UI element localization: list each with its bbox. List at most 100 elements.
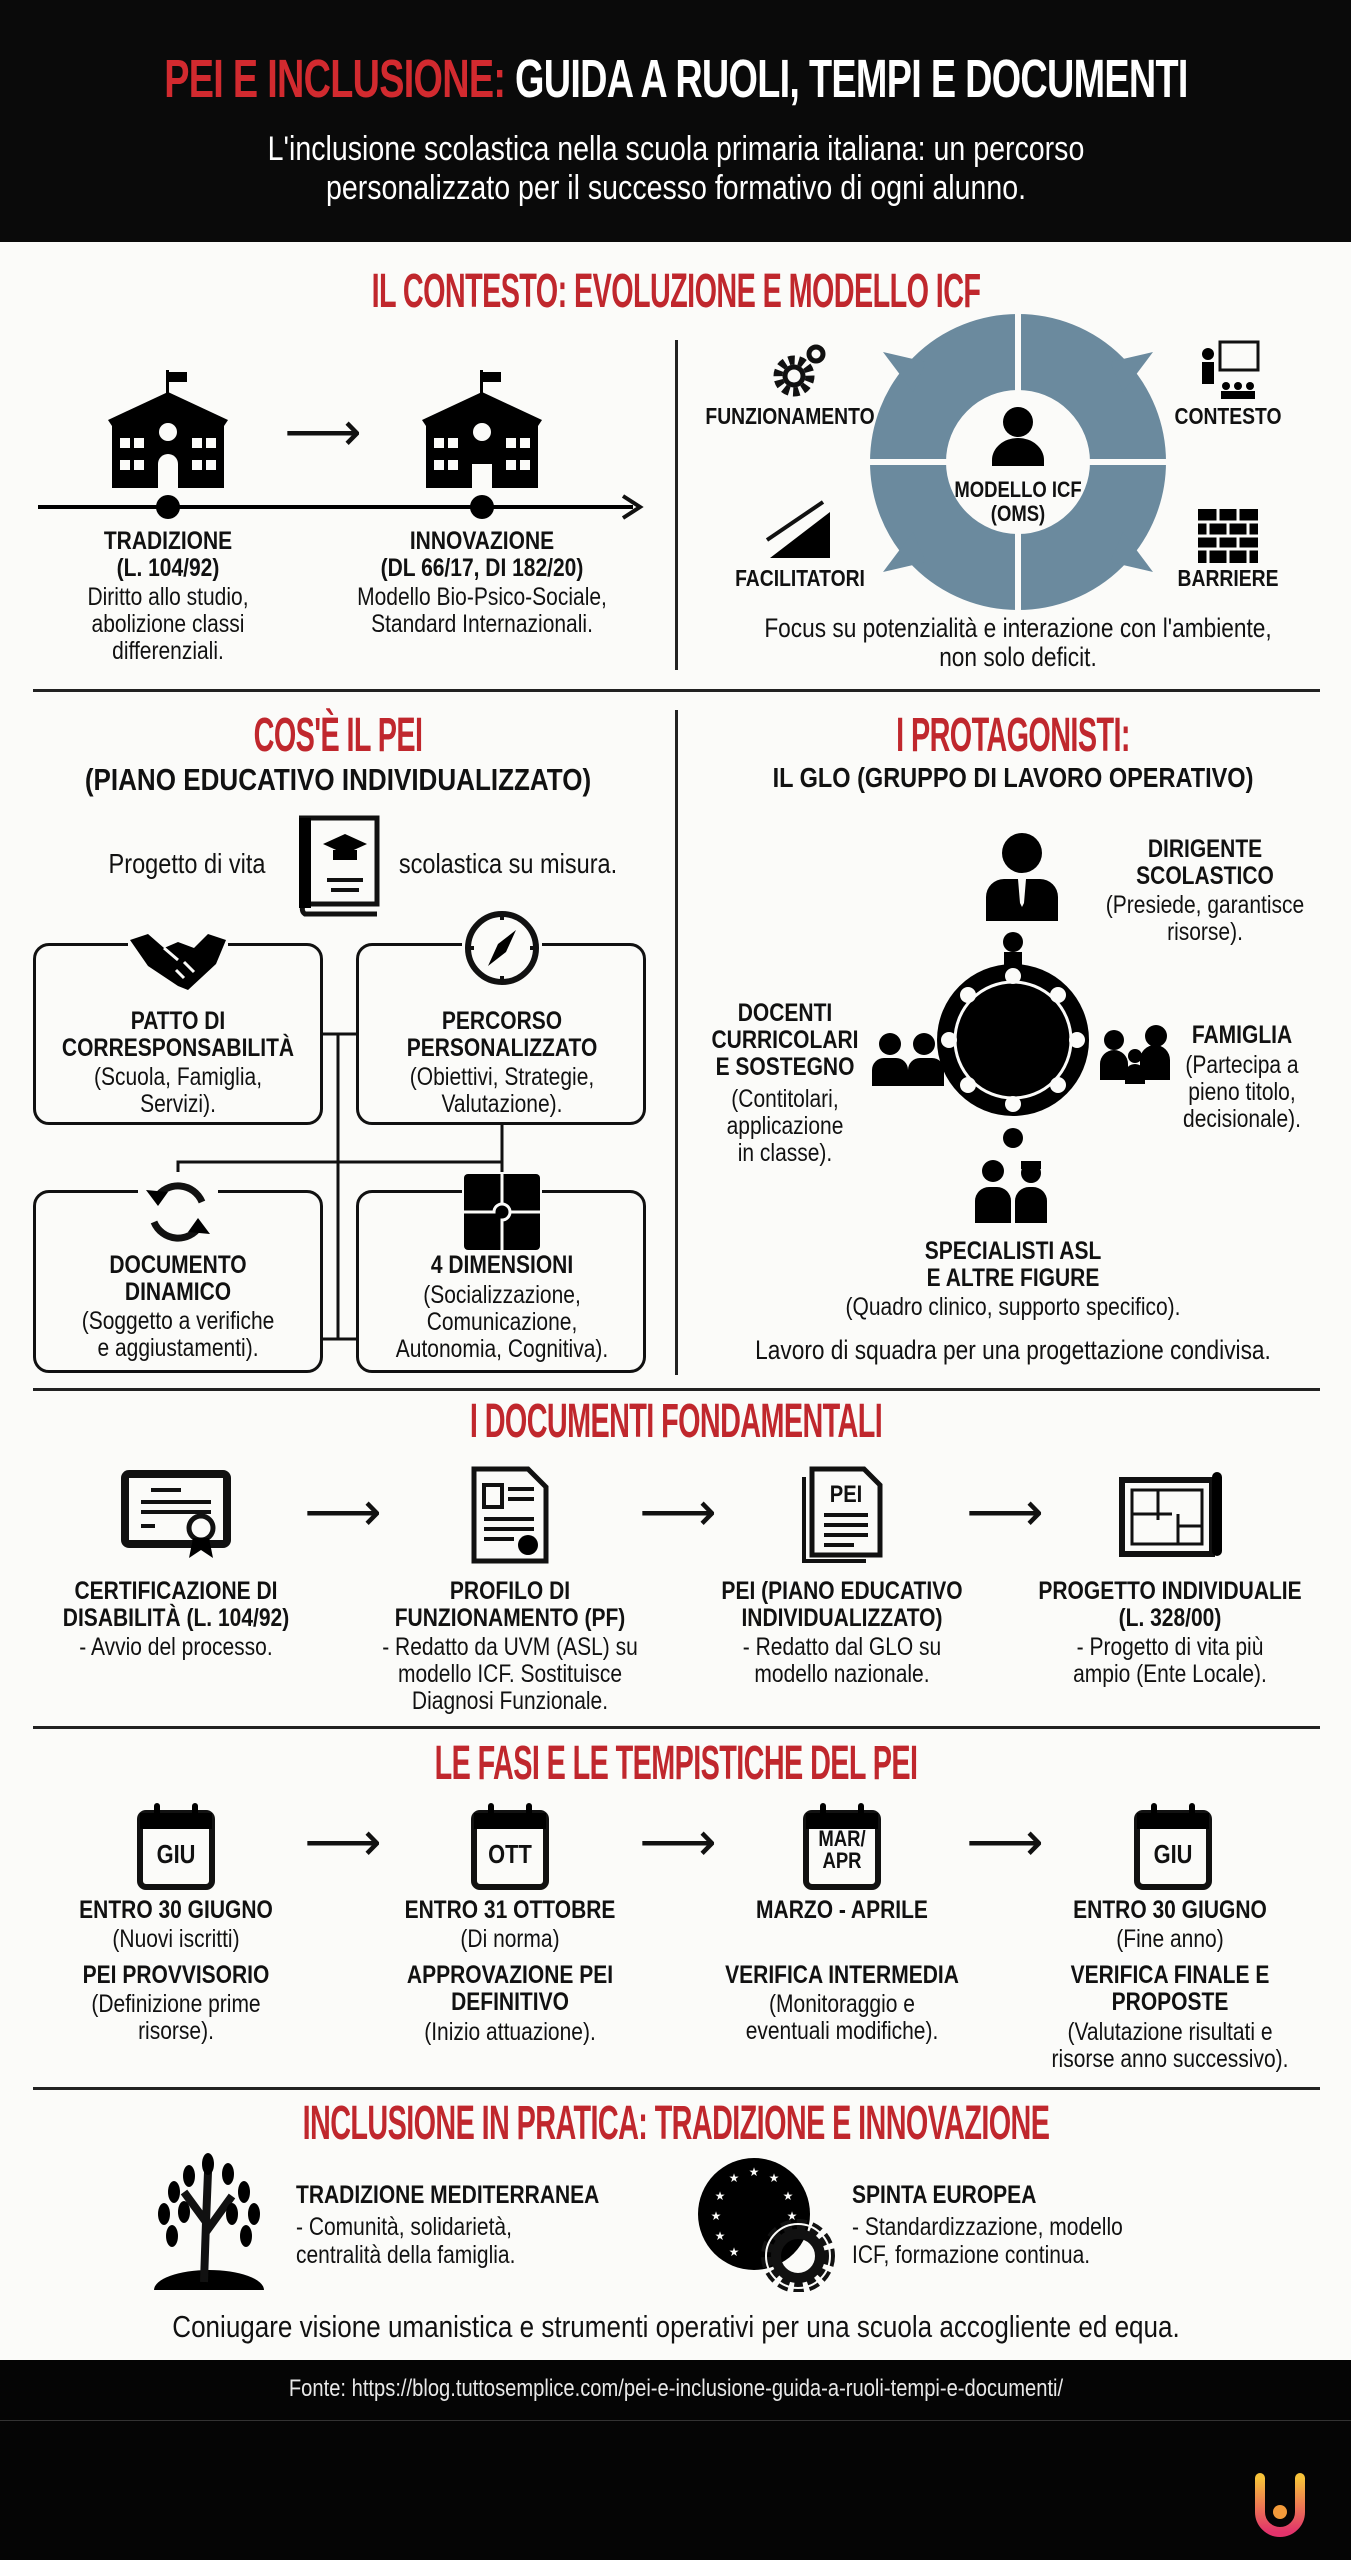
divider [33,689,1320,692]
eu-gear-icon: ★★★★★★★★★ [698,2158,835,2292]
divider [33,1726,1320,1729]
section-title-pei: COS'È IL PEI [253,709,423,762]
phase-note: (Fine anno) [1116,1925,1224,1953]
icf-facilitatori: FACILITATORI [735,565,865,591]
tradizione-mediterranea-desc: - Comunità, solidarietà, centralità dell… [296,2213,516,2269]
phase-desc: (Valutazione risultati e risorse anno su… [1051,2018,1289,2073]
specialists-icon [975,1160,1047,1223]
gears-icon [773,344,826,397]
svg-text:★: ★ [715,2229,726,2243]
icf-focus-text: Focus su potenzialità e interazione con … [764,613,1272,673]
document-desc: - Redatto dal GLO su modello nazionale. [742,1633,942,1688]
family-icon [1100,1025,1170,1084]
pei-box-desc: (Socializzazione, Comunicazione, Autonom… [395,1281,609,1363]
icf-contesto: CONTESTO [1174,403,1282,429]
tradizione-desc: Diritto allo studio, abolizione classi d… [87,583,249,665]
phase-name: PEI PROVVISORIO [82,1961,270,1989]
source-link[interactable]: Fonte: https://blog.tuttosemplice.com/pe… [288,2375,1064,2402]
pei-intro-left: Progetto di vita [108,848,266,879]
footer: Fonte: https://blog.tuttosemplice.com/pe… [0,2360,1351,2560]
tradizione-mediterranea-title: TRADIZIONE MEDITERRANEA [296,2181,600,2209]
tradizione-label: TRADIZIONE (L. 104/92) [103,527,233,582]
protagonisti-subtitle: IL GLO (GRUPPO DI LAVORO OPERATIVO) [772,762,1254,793]
svg-text:★: ★ [715,2189,726,2203]
book-graduation-icon [299,815,380,917]
famiglia-title: FAMIGLIA [1191,1021,1293,1049]
section-title-fasi: LE FASI E LE TEMPISTICHE DEL PEI [434,1737,918,1790]
arrow-right-icon: ⟶ [304,1482,382,1542]
specialisti-desc: (Quadro clinico, supporto specifico). [845,1293,1181,1321]
specialisti-title: SPECIALISTI ASL E ALTRE FIGURE [924,1237,1102,1292]
svg-text:★: ★ [783,2189,794,2203]
document-title: PROFILO DI FUNZIONAMENTO (PF) [394,1577,626,1632]
document-title: CERTIFICAZIONE DI DISABILITÀ (L. 104/92) [62,1577,290,1632]
calendar-month: GIU [1153,1839,1193,1869]
pei-document-icon [802,1466,883,1563]
innovazione-label: INNOVAZIONE (DL 66/17, DI 182/20) [380,527,584,582]
title-red: PEI E INCLUSIONE: [164,49,506,109]
phase-desc: (Definizione prime risorse). [91,1990,261,2045]
school-icon [108,370,228,488]
title-white: GUIDA A RUOLI, TEMPI E DOCUMENTI [515,49,1188,109]
calendar-month: OTT [488,1839,532,1869]
document-desc: - Progetto di vita più ampio (Ente Local… [1073,1633,1267,1688]
divider [33,2087,1320,2090]
school-icon [422,370,542,488]
calendar-icon [803,1803,881,1890]
header: PEI E INCLUSIONE: GUIDA A RUOLI, TEMPI E… [0,0,1351,242]
compass-icon [462,908,542,988]
icf-barriere: BARRIERE [1177,565,1279,591]
arrow-right-icon: ⟶ [639,1482,717,1542]
famiglia-desc: (Partecipa a pieno titolo, decisionale). [1183,1051,1301,1133]
puzzle-icon [462,1172,542,1252]
svg-text:★: ★ [729,2171,740,2185]
arrow-right-icon: ⟶ [639,1812,717,1872]
phase-note: (Nuovi iscritti) [112,1925,240,1953]
docenti-desc: (Contitolari, applicazione in classe). [726,1085,844,1167]
timeline [38,494,644,520]
pei-box-title: PERCORSO PERSONALIZZATO [406,1007,598,1062]
calendar-icon [137,1803,215,1890]
pei-connector-lines [176,1032,504,1341]
brand-logo-icon [1255,2473,1305,2537]
director-icon [986,833,1058,921]
pei-subtitle: (PIANO EDUCATIVO INDIVIDUALIZZATO) [84,762,592,797]
phase-date: ENTRO 30 GIUGNO [1073,1896,1267,1924]
pei-box-desc: (Obiettivi, Strategie, Valutazione). [409,1063,595,1118]
section-title-documenti: I DOCUMENTI FONDAMENTALI [469,1395,883,1448]
page-title: PEI E INCLUSIONE: GUIDA A RUOLI, TEMPI E… [164,49,1188,109]
pei-box-desc: (Soggetto a verifiche e aggiustamenti). [81,1307,275,1362]
round-table-icon [937,932,1089,1148]
docenti-title: DOCENTI CURRICOLARI E SOSTEGNO [711,999,859,1081]
closing-statement: Coniugare visione umanistica e strumenti… [172,2309,1180,2344]
pei-box-title: PATTO DI CORRESPONSABILITÀ [61,1007,295,1062]
page-subtitle: L'inclusione scolastica nella scuola pri… [267,130,1085,208]
pei-box-title: 4 DIMENSIONI [430,1251,574,1279]
footer-separator [0,2420,1351,2421]
divider [33,1388,1320,1391]
svg-text:★: ★ [787,2209,798,2223]
phase-desc: (Monitoraggio e eventuali modifiche). [745,1990,939,2045]
calendar-month: GIU [156,1839,196,1869]
protagonisti-footer: Lavoro di squadra per una progettazione … [755,1335,1271,1365]
section-title-contesto: IL CONTESTO: EVOLUZIONE E MODELLO ICF [371,265,981,318]
spinta-europea-desc: - Standardizzazione, modello ICF, formaz… [852,2213,1123,2269]
svg-text:★: ★ [729,2245,740,2259]
phase-note: (Di norma) [460,1925,560,1953]
certificate-icon [121,1470,231,1558]
icf-center-label: MODELLO ICF (OMS) [954,477,1082,526]
calendar-month: MAR/ APR [818,1826,866,1873]
sync-icon [138,1172,218,1252]
pei-box-title: DOCUMENTO DINAMICO [109,1251,247,1306]
spinta-europea-title: SPINTA EUROPEA [852,2181,1037,2209]
document-title: PEI (PIANO EDUCATIVO INDIVIDUALIZZATO) [721,1577,963,1632]
innovazione-desc: Modello Bio-Psico-Sociale, Standard Inte… [357,583,607,638]
document-desc: - Avvio del processo. [79,1633,273,1661]
arrow-right-icon: ⟶ [284,402,362,462]
divider [675,710,678,1375]
profile-document-icon [471,1466,549,1564]
arrow-right-icon: ⟶ [966,1812,1044,1872]
teacher-icon [1202,340,1260,399]
divider [675,340,678,670]
icf-model-diagram [868,312,1168,612]
